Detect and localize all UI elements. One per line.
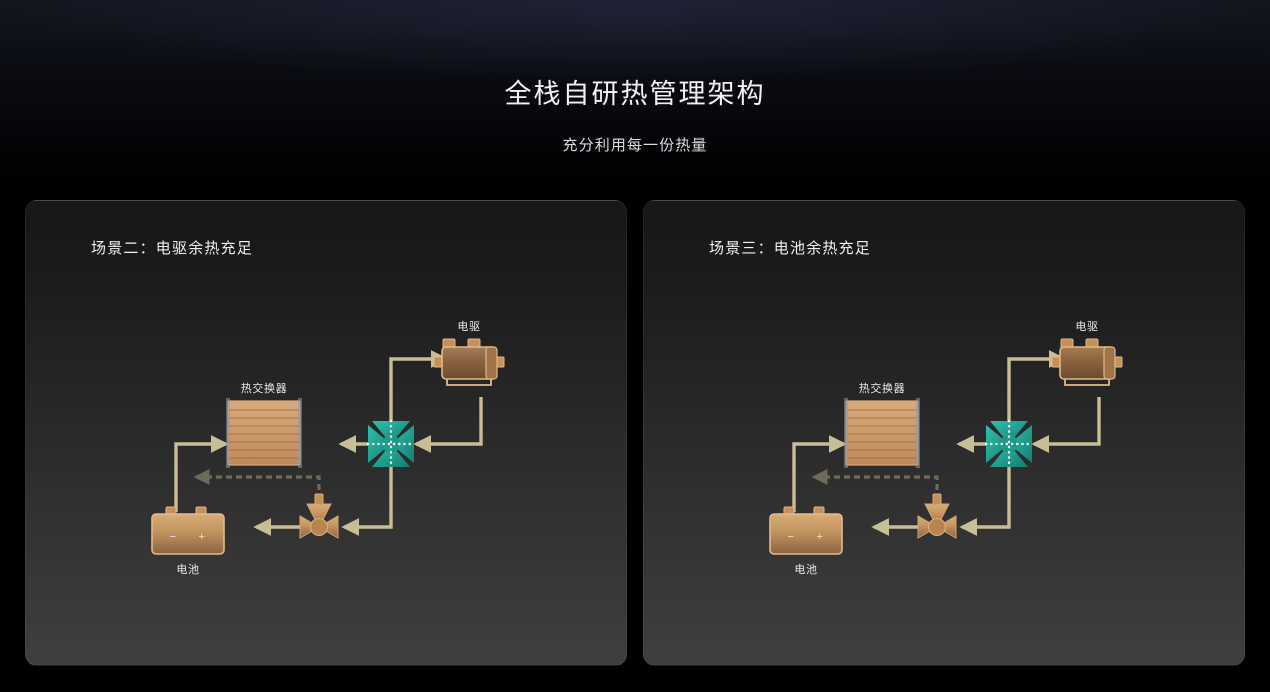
heat-exchanger-label: 热交换器: [859, 381, 905, 395]
electric-motor-node[interactable]: 电驱: [433, 320, 505, 386]
three-way-valve-node[interactable]: [917, 493, 957, 539]
scenario-card-scene-3[interactable]: 场景三：电池余热充足: [643, 200, 1245, 666]
heat-exchanger-node[interactable]: 热交换器: [226, 381, 302, 468]
battery-positive-terminal: +: [816, 531, 823, 543]
battery-node[interactable]: − + 电池: [151, 506, 225, 576]
heat-exchanger-node[interactable]: 热交换器: [844, 381, 920, 468]
battery-label: 电池: [794, 563, 817, 576]
battery-negative-terminal: −: [787, 531, 794, 543]
header: 全栈自研热管理架构 充分利用每一份热量: [0, 0, 1270, 157]
heat-exchanger-label: 热交换器: [241, 381, 287, 395]
three-way-valve-node[interactable]: [299, 493, 339, 539]
battery-label: 电池: [176, 563, 199, 576]
battery-positive-terminal: +: [198, 531, 205, 543]
electric-motor-label: 电驱: [1075, 320, 1098, 333]
flow-pipes: [174, 350, 483, 536]
electric-motor-label: 电驱: [457, 320, 480, 333]
scenario-card-title: 场景二：电驱余热充足: [91, 240, 254, 257]
scenario-card-title: 场景三：电池余热充足: [709, 240, 872, 257]
thermal-system-diagram: 热交换器 电驱: [734, 297, 1154, 597]
flow-pipes: [792, 350, 1101, 536]
page-subtitle: 充分利用每一份热量: [562, 137, 708, 154]
four-way-valve-node[interactable]: [366, 419, 416, 469]
battery-negative-terminal: −: [169, 531, 176, 543]
battery-node[interactable]: − + 电池: [769, 506, 843, 576]
thermal-system-diagram: 热交换器 电驱: [116, 297, 536, 597]
four-way-valve-node[interactable]: [984, 419, 1034, 469]
scenario-card-scene-2[interactable]: 场景二：电驱余热充足: [25, 200, 627, 666]
page-title: 全栈自研热管理架构: [504, 79, 766, 109]
electric-motor-node[interactable]: 电驱: [1051, 320, 1123, 386]
scenario-card-list: 场景二：电驱余热充足: [25, 200, 1245, 666]
